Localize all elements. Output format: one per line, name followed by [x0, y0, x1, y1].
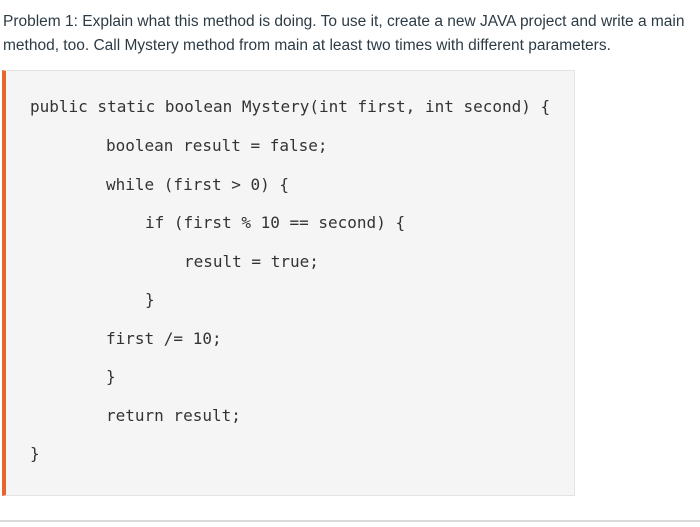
code-line-close-if: } — [145, 290, 155, 309]
bottom-divider — [0, 520, 700, 522]
code-line-if: if (first % 10 == second) { — [145, 213, 406, 232]
code-line-return: return result; — [106, 406, 241, 425]
code-line-close-while: } — [106, 367, 116, 386]
code-block: public static boolean Mystery(int first,… — [2, 70, 575, 496]
code-line-declare-result: boolean result = false; — [106, 136, 328, 155]
code-line-close-method: } — [30, 444, 40, 463]
code-line-while: while (first > 0) { — [106, 175, 290, 194]
problem-statement: Problem 1: Explain what this method is d… — [3, 13, 685, 54]
code-line-divide: first /= 10; — [106, 329, 222, 348]
code-line-signature: public static boolean Mystery(int first,… — [30, 97, 551, 116]
code-line-set-result: result = true; — [184, 252, 319, 271]
